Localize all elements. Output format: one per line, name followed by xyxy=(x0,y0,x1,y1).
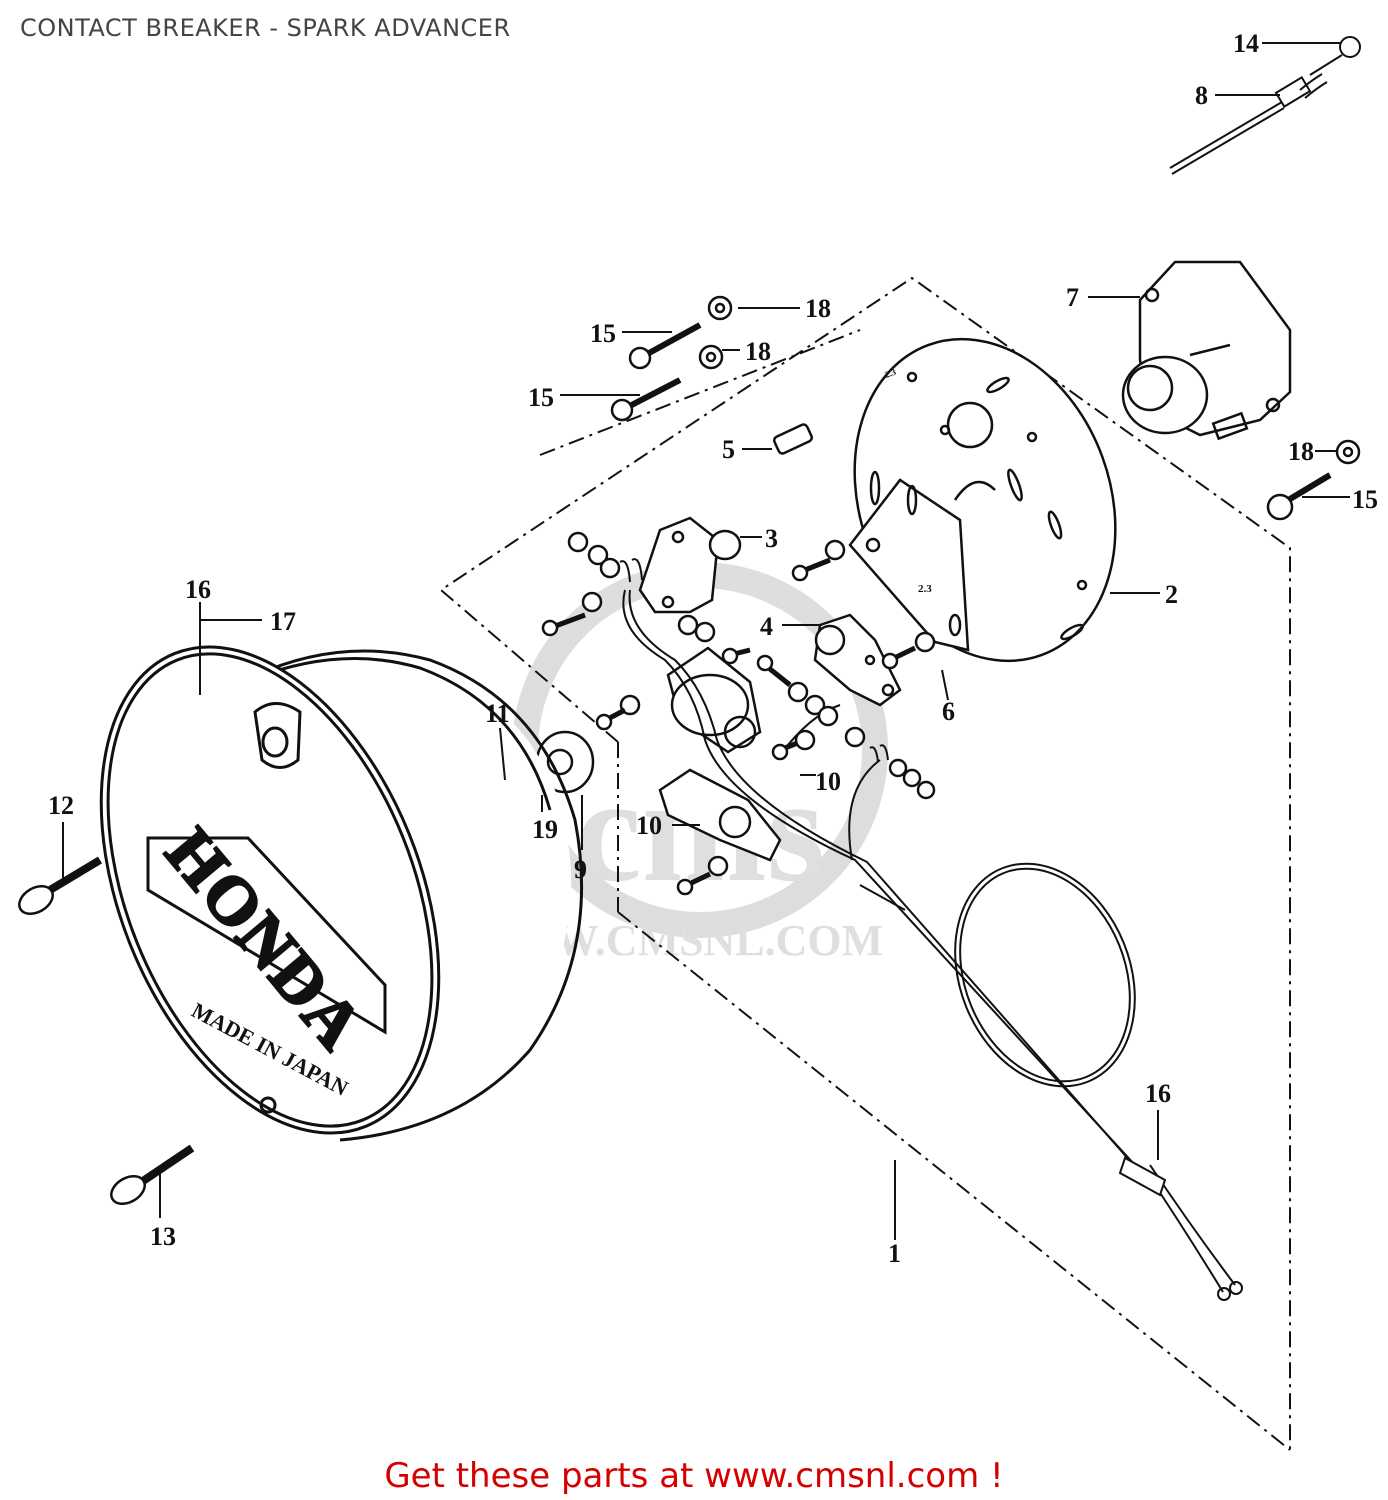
leader-lines xyxy=(62,42,1350,1240)
callout-19: 19 xyxy=(532,815,558,844)
callout-18-mid: 18 xyxy=(745,337,771,366)
plate-mark-a: 2.3 xyxy=(918,583,932,595)
callout-10-upper: 10 xyxy=(815,767,841,796)
base-plate: 2.3 2.3 xyxy=(848,337,1117,663)
callout-16-left: 12 xyxy=(48,791,74,820)
callout-18-right: 18 xyxy=(1288,437,1314,466)
page-title: CONTACT BREAKER - SPARK ADVANCER xyxy=(20,14,511,42)
contact-point-4 xyxy=(813,613,902,707)
plate-mark-b: 2.3 xyxy=(883,366,897,379)
point-cover: HONDA MADE IN JAPAN xyxy=(99,645,584,1142)
small-hardware xyxy=(18,295,1361,1205)
callout-18-top: 18 xyxy=(805,294,831,323)
spark-advancer xyxy=(1121,260,1292,441)
callout-5: 5 xyxy=(722,435,735,464)
callout-9: 9 xyxy=(574,855,587,884)
callout-15-mid: 15 xyxy=(528,383,554,412)
lead-wires xyxy=(619,558,1243,1301)
callout-10-lower: 10 xyxy=(636,811,662,840)
callout-15-right: 15 xyxy=(1352,485,1378,514)
footer-cta-link[interactable]: Get these parts at www.cmsnl.com ! xyxy=(384,1456,1004,1496)
callout-12: 16 xyxy=(185,575,211,604)
callout-4: 4 xyxy=(760,612,773,641)
callout-15-top: 15 xyxy=(590,319,616,348)
callout-14: 14 xyxy=(1233,29,1259,58)
callout-8: 8 xyxy=(1195,81,1208,110)
assembly-boundary xyxy=(439,276,1291,1451)
timing-rod xyxy=(1169,36,1361,175)
callout-7: 7 xyxy=(1066,283,1079,312)
callout-2: 2 xyxy=(1165,580,1178,609)
condenser-lower xyxy=(658,768,782,862)
callout-16-bottom: 13 xyxy=(150,1222,176,1251)
callout-6: 6 xyxy=(942,697,955,726)
condenser-upper xyxy=(666,646,762,754)
callout-17: 11 xyxy=(485,699,510,728)
callout-3: 3 xyxy=(765,524,778,553)
callout-13: 17 xyxy=(270,607,296,636)
callout-11: 16 xyxy=(1145,1079,1171,1108)
callout-labels: 14 8 7 18 18 15 15 5 18 15 3 2 4 6 10 10… xyxy=(48,29,1378,1268)
contact-point-3 xyxy=(638,516,742,614)
callout-1: 1 xyxy=(888,1239,901,1268)
